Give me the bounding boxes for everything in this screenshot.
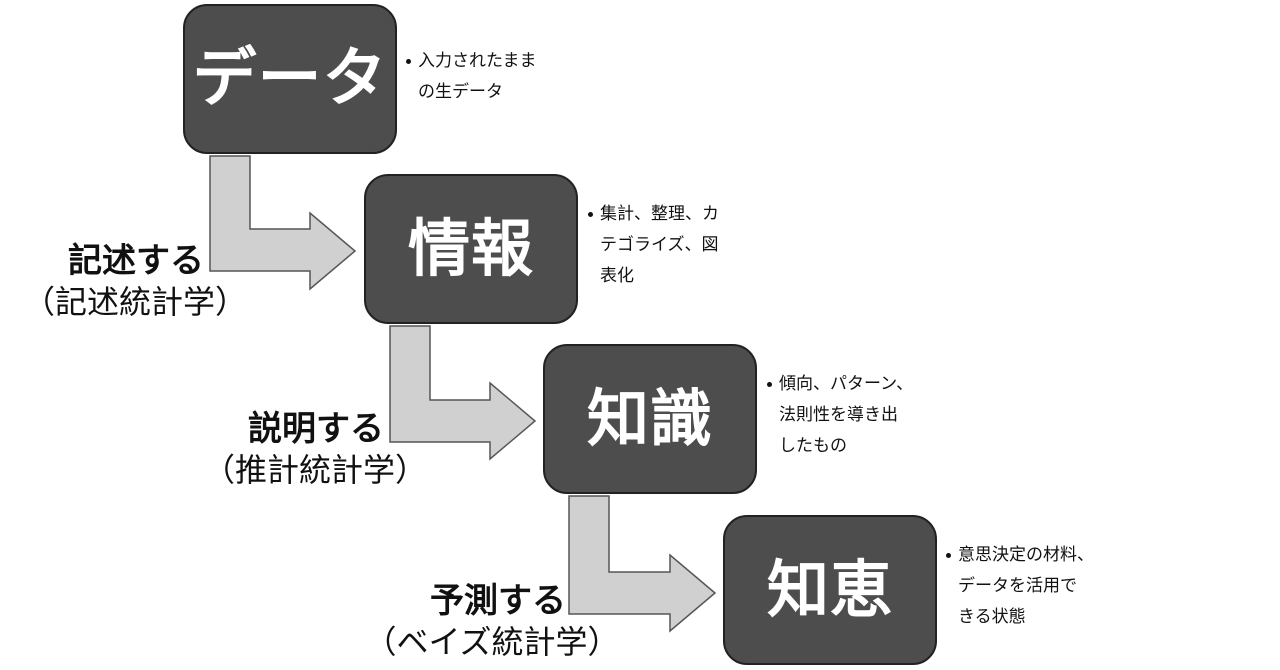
transition-verb: 記述する [68, 241, 204, 281]
stage-box-knowledge: 知識 [543, 344, 757, 494]
stage-label-knowledge: 知識 [586, 382, 713, 455]
stage-notes-knowledge: 傾向、パターン、 法則性を導き出 したもの [767, 369, 937, 462]
stage-box-data: データ [183, 4, 397, 154]
arrow-information-to-knowledge [389, 325, 537, 461]
arrow-data-to-information [209, 155, 357, 291]
stage-note-wisdom: 意思決定の材料、 データを活用で きる状態 [946, 540, 1136, 633]
stage-note-information: 集計、整理、カ テゴライズ、図 表化 [588, 199, 758, 292]
stage-note-data: 入力されたまま の生データ [406, 46, 576, 108]
stage-label-information: 情報 [407, 212, 534, 285]
stage-notes-data: 入力されたまま の生データ [406, 46, 576, 108]
transition-method: （ベイズ統計学） [364, 623, 620, 661]
stage-box-wisdom: 知恵 [723, 515, 937, 665]
stage-note-knowledge: 傾向、パターン、 法則性を導き出 したもの [767, 369, 937, 462]
arrow-knowledge-to-wisdom [568, 495, 717, 633]
transition-label-predict: 予測する （ベイズ統計学） [362, 580, 622, 662]
stage-notes-information: 集計、整理、カ テゴライズ、図 表化 [588, 199, 758, 292]
stage-label-wisdom: 知恵 [766, 553, 893, 626]
stage-box-information: 情報 [364, 174, 578, 324]
transition-label-explain: 説明する （推計統計学） [200, 408, 430, 490]
stage-label-data: データ [192, 42, 388, 116]
transition-label-describe: 記述する （記述統計学） [20, 240, 250, 322]
transition-verb: 予測する [430, 581, 566, 621]
transition-verb: 説明する [248, 409, 384, 449]
transition-method: （推計統計学） [202, 451, 427, 489]
stage-notes-wisdom: 意思決定の材料、 データを活用で きる状態 [946, 540, 1136, 633]
transition-method: （記述統計学） [22, 283, 247, 321]
